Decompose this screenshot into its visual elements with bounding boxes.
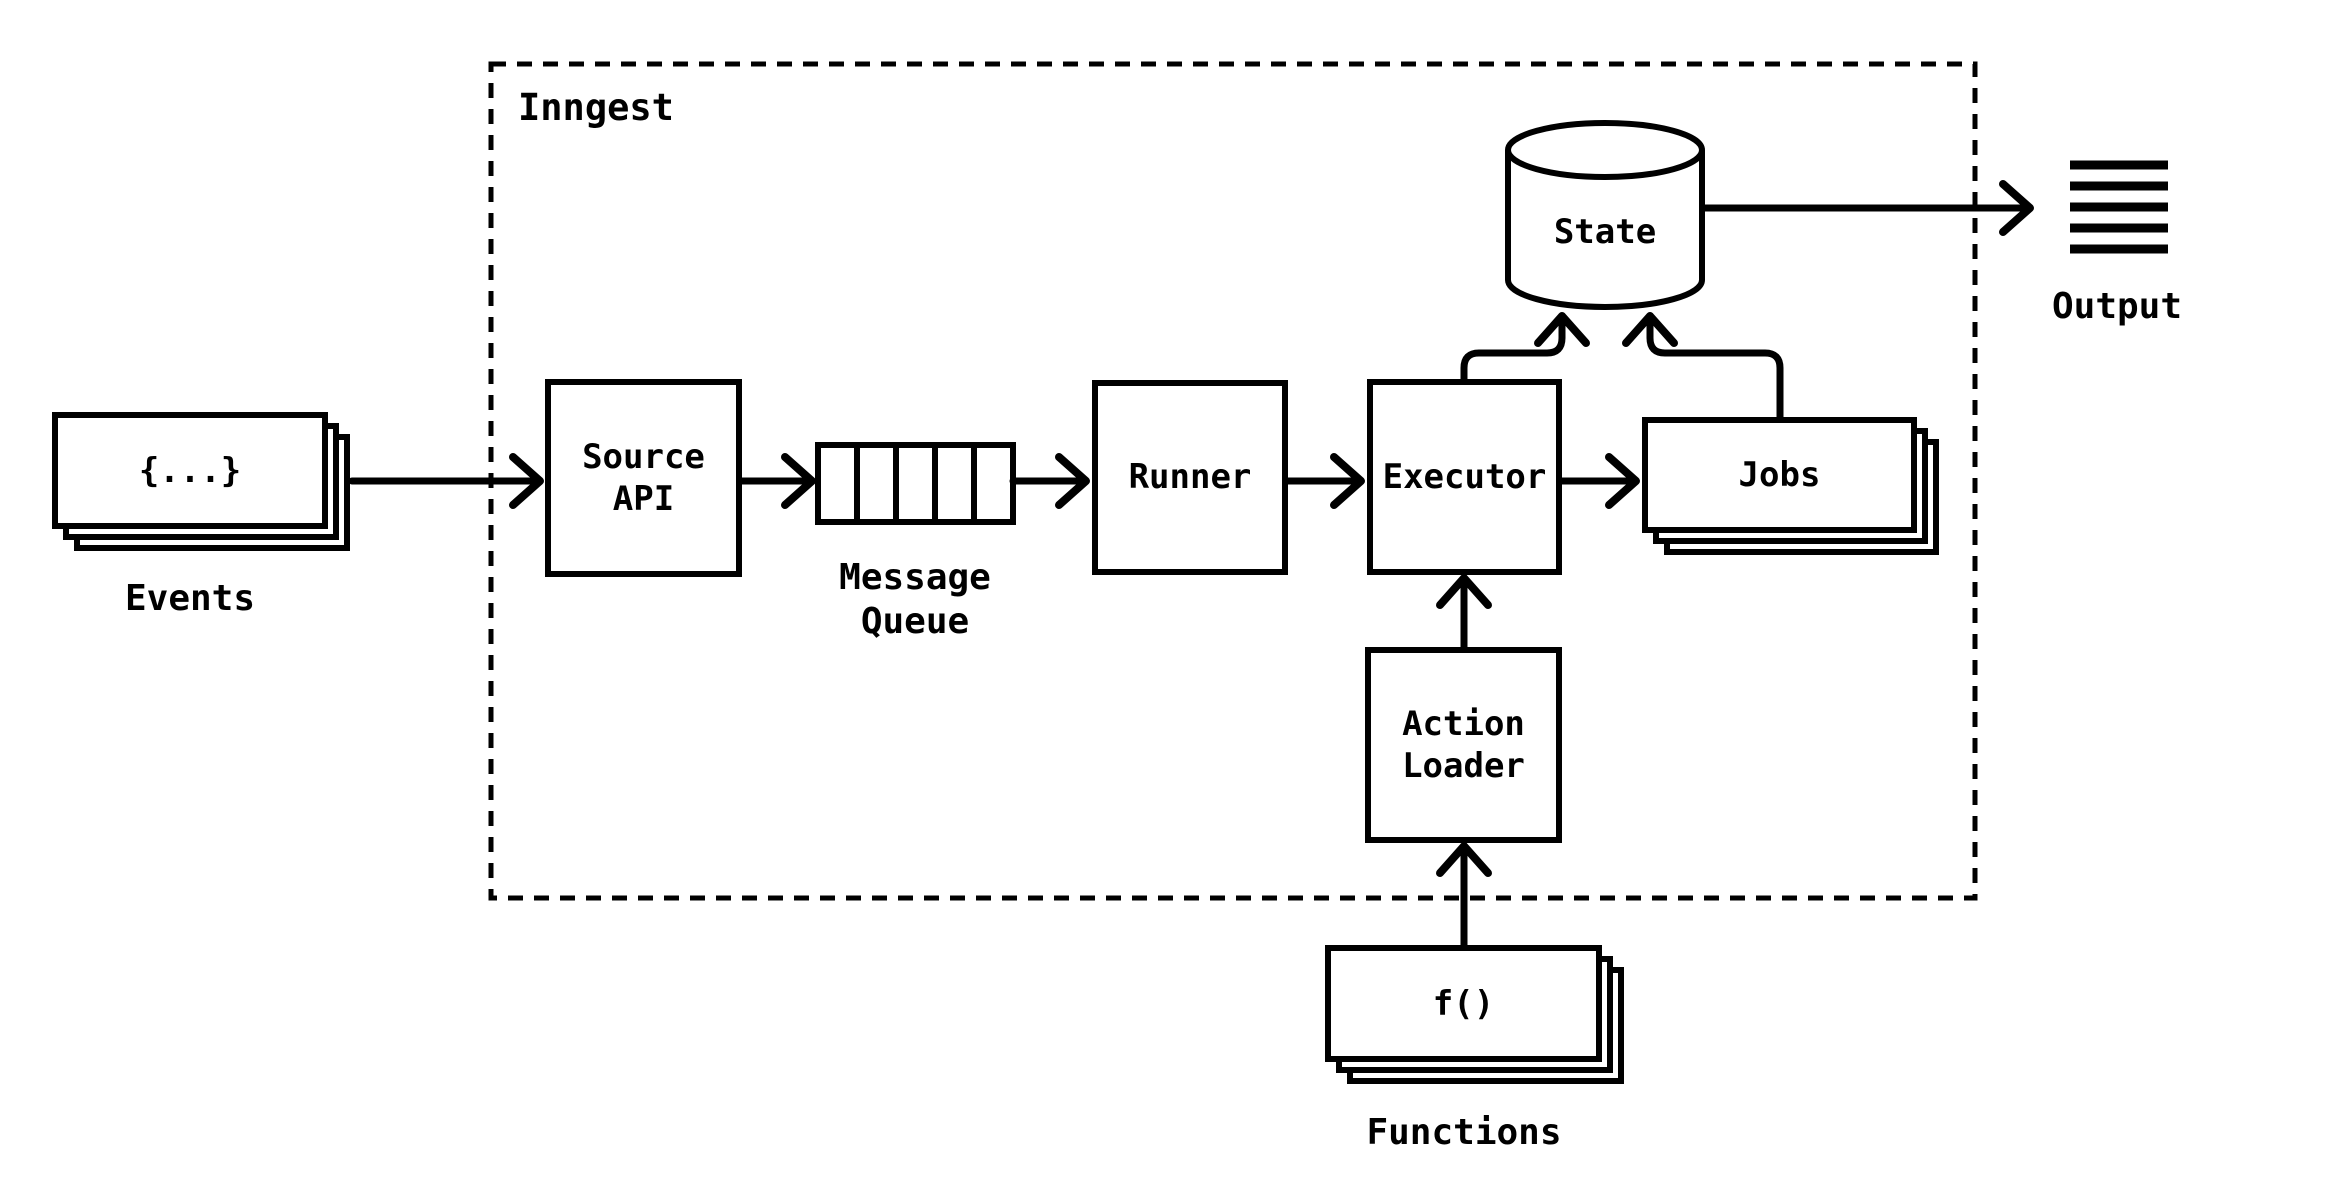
events-label: Events (124, 578, 256, 619)
jobs-label: Jobs (1738, 455, 1821, 495)
source-api-label: Source API (582, 436, 705, 520)
arrow-queue-to-runner (1009, 453, 1090, 509)
inngest-boundary-title: Inngest (518, 86, 674, 129)
output-label: Output (2051, 286, 2183, 327)
executor-label: Executor (1382, 456, 1547, 497)
node-executor: Executor (1367, 379, 1562, 575)
action-loader-label: Action Loader (1402, 703, 1525, 787)
arrow-runner-to-executor (1284, 453, 1365, 509)
arrow-executor-to-jobs (1558, 453, 1640, 509)
events-card-text: {...} (138, 450, 242, 491)
node-source-api: Source API (545, 379, 742, 577)
arrow-source-api-to-queue (738, 453, 816, 509)
arrow-jobs-to-state (1622, 312, 1784, 422)
jobs-card: Jobs (1642, 417, 1917, 533)
node-events: {...} (52, 412, 350, 551)
node-functions: f() (1325, 945, 1624, 1084)
arrow-executor-to-state (1460, 312, 1590, 384)
message-queue-label: Message Queue (839, 557, 991, 642)
arrow-state-to-output (1700, 180, 2034, 236)
list-lines-icon (2070, 160, 2168, 254)
node-runner: Runner (1092, 380, 1288, 575)
functions-label: Functions (1366, 1112, 1562, 1153)
node-action-loader: Action Loader (1365, 647, 1562, 843)
arrow-functions-to-action-loader (1436, 842, 1492, 949)
node-jobs: Jobs (1642, 417, 1939, 555)
functions-card-text: f() (1432, 983, 1495, 1024)
events-card: {...} (52, 412, 328, 529)
message-queue-shape (815, 442, 1016, 525)
arrow-action-loader-to-executor (1436, 574, 1492, 651)
runner-label: Runner (1128, 457, 1252, 498)
arrow-events-to-source-api (348, 453, 544, 509)
state-label: State (1553, 212, 1657, 252)
functions-card: f() (1325, 945, 1602, 1062)
